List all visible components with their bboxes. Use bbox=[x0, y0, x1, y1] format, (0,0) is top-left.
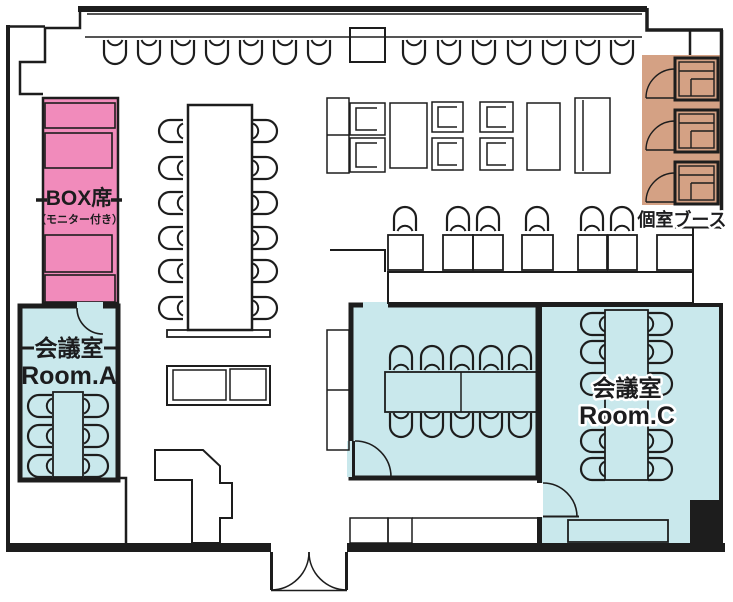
private-booth-cells bbox=[645, 56, 720, 206]
wall-steps bbox=[18, 8, 82, 96]
door-arc-icon bbox=[645, 172, 676, 203]
room-c-type-label: 会議室 bbox=[593, 375, 662, 401]
service-counter bbox=[154, 449, 233, 544]
counter-box bbox=[349, 27, 386, 63]
box-seat-area bbox=[41, 96, 120, 305]
room-a-corner-wall bbox=[118, 476, 128, 543]
door-arc-icon bbox=[76, 307, 104, 335]
room-c-name-label: Room.C bbox=[579, 402, 675, 430]
room-c-door-opening bbox=[536, 483, 543, 517]
room-c-cabinet bbox=[567, 519, 669, 543]
pillar bbox=[690, 500, 723, 543]
cabinet bbox=[326, 97, 350, 451]
room-a-name-label: Room.A bbox=[21, 362, 117, 390]
room-a-table bbox=[52, 391, 84, 478]
box-seat-label: BOX席 bbox=[46, 186, 113, 210]
box-seat-table bbox=[44, 234, 113, 273]
room-a-door-opening bbox=[77, 302, 103, 310]
desk-cluster bbox=[349, 97, 611, 174]
outer-walls bbox=[6, 6, 725, 552]
door-arc-icon bbox=[354, 440, 392, 478]
room-center-door-opening bbox=[347, 441, 355, 477]
room-center-table bbox=[384, 371, 539, 413]
box-seat-table bbox=[44, 274, 116, 303]
booth-cell bbox=[645, 56, 720, 102]
door-arc-icon bbox=[645, 68, 676, 99]
booth-cell bbox=[645, 108, 720, 154]
doors bbox=[76, 307, 579, 592]
meeting-room-center bbox=[347, 302, 541, 481]
room-center-top-opening bbox=[363, 302, 388, 310]
box-seat-sublabel: （モニター付き） bbox=[35, 212, 123, 226]
booth-cell bbox=[645, 160, 720, 206]
labels: BOX席 （モニター付き） 会議室 Room.A 会議室 Room.C 個室ブー… bbox=[21, 186, 729, 433]
door-arc-icon bbox=[308, 551, 348, 591]
box-seat-table bbox=[44, 132, 113, 169]
pair-tables bbox=[166, 365, 271, 406]
entrance-step bbox=[387, 517, 413, 544]
desk-row bbox=[330, 234, 694, 304]
room-c-left-wall bbox=[537, 303, 542, 543]
room-a-type-label: 会議室 bbox=[35, 335, 104, 361]
door-arc-icon bbox=[270, 551, 310, 591]
door-arc-icon bbox=[645, 120, 676, 151]
door-arc-icon bbox=[542, 482, 578, 518]
box-seat-table bbox=[44, 102, 116, 129]
low-counter bbox=[387, 271, 694, 304]
long-table bbox=[166, 103, 271, 338]
private-booth-label: 個室ブース bbox=[636, 209, 726, 230]
meeting-room-a bbox=[17, 302, 121, 483]
